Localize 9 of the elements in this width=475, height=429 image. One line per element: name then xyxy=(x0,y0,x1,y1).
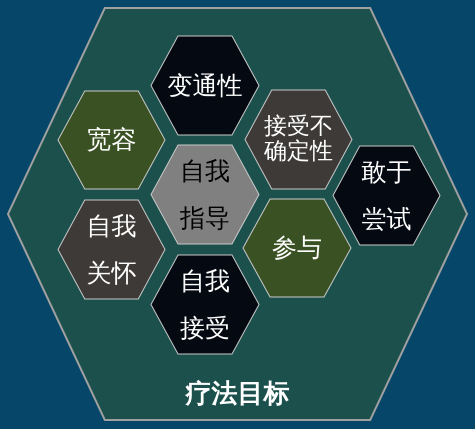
tile-label: 参与 xyxy=(272,233,322,263)
tile-label: 自我关怀 xyxy=(86,210,136,290)
tile-label: 变通性 xyxy=(168,70,242,100)
tile-label: 宽容 xyxy=(86,125,136,155)
tile-label: 敢于尝试 xyxy=(362,156,412,236)
tile-label: 自我指导 xyxy=(180,155,230,234)
panel-title: 疗法目标 xyxy=(186,378,290,410)
tile-label: 自我接受 xyxy=(180,265,230,344)
tile-label: 接受不确定性 xyxy=(264,114,333,165)
